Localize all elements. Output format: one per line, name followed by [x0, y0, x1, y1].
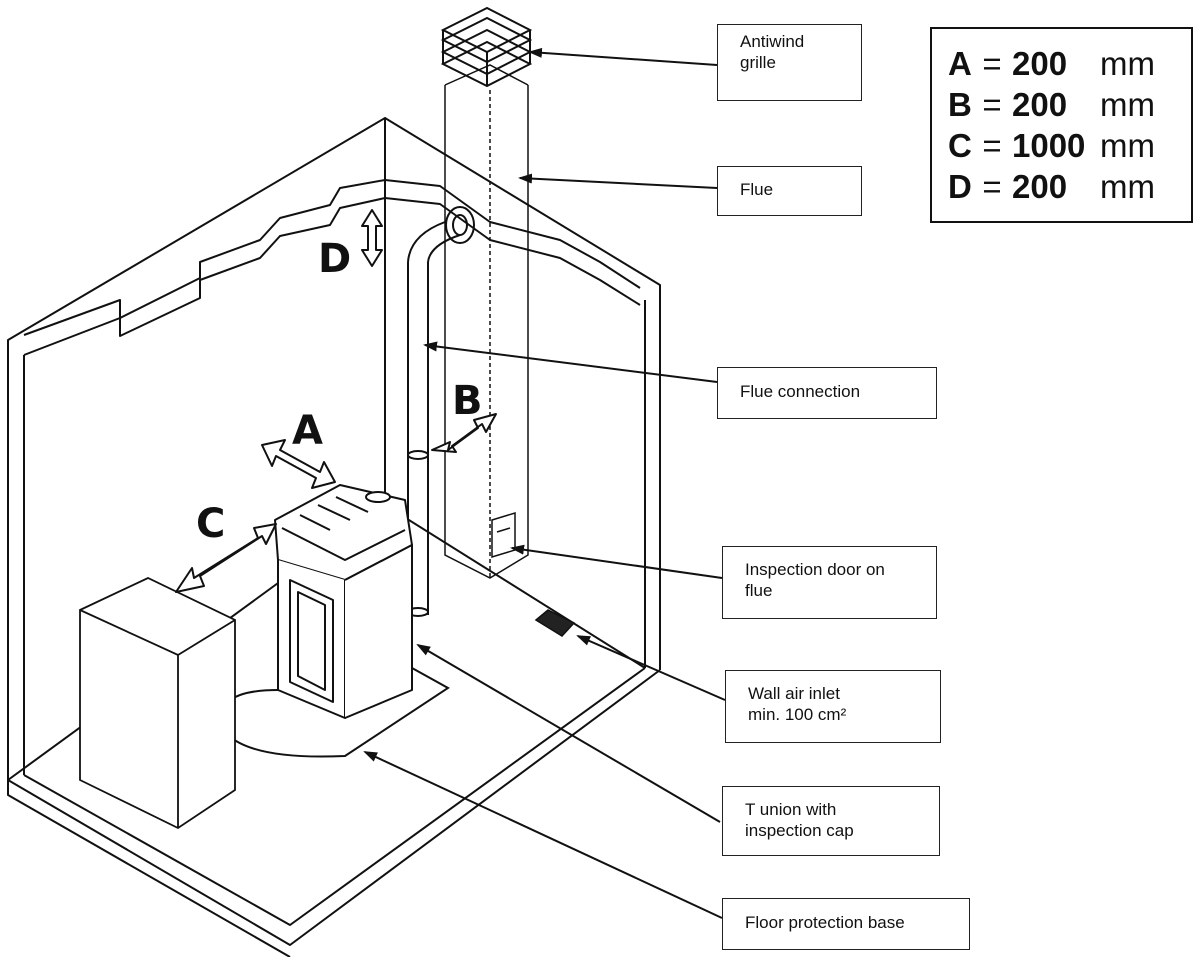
callout-text: flue — [745, 581, 773, 600]
ceiling-profile — [23, 179, 641, 356]
callout-text: Inspection door on — [745, 560, 885, 579]
legend-equals: = — [982, 168, 1002, 205]
legend-unit: mm — [1100, 168, 1155, 205]
dimensions-legend: A = 200 mm B = 200 mm C = 1000 mm D = 200 mm — [930, 27, 1193, 223]
callout-text: T union with — [745, 800, 837, 819]
callout-floor-protection-base: Floor protection base — [722, 898, 970, 950]
legend-key: B — [948, 86, 972, 123]
callout-text: Floor protection base — [745, 913, 905, 932]
callout-text: Antiwind — [740, 32, 805, 51]
dimension-arrow-d — [361, 209, 383, 267]
cabinet — [79, 577, 236, 830]
dimension-label-b: B — [452, 378, 483, 424]
flue-connection-pipe — [407, 206, 475, 617]
dimension-label-a: A — [292, 408, 323, 454]
callout-wall-air-inlet: Wall air inlet min. 100 cm² — [725, 670, 941, 743]
legend-value: 200 — [1012, 45, 1068, 82]
legend-row-b: B = 200 mm — [948, 84, 1191, 125]
dimension-label-d: D — [318, 236, 351, 282]
legend-value: 200 — [1012, 168, 1068, 205]
callout-text: min. 100 cm² — [748, 705, 847, 724]
callout-text: Flue connection — [740, 382, 861, 401]
legend-value: 200 — [1012, 86, 1068, 123]
legend-key: D — [948, 168, 972, 205]
callout-inspection-door: Inspection door on flue — [722, 546, 937, 619]
legend-equals: = — [982, 45, 1002, 82]
legend-unit: mm — [1100, 45, 1155, 82]
callout-t-union: T union with inspection cap — [722, 786, 940, 856]
dimension-label-c: C — [196, 501, 225, 547]
wall-air-inlet-icon — [534, 609, 576, 637]
callout-text: grille — [740, 53, 776, 72]
legend-equals: = — [982, 127, 1002, 164]
flue-chimney — [444, 64, 529, 579]
leader-flue-connection — [423, 341, 718, 383]
dimension-arrow-c — [175, 523, 277, 593]
leader-t-union — [416, 643, 721, 823]
legend-equals: = — [982, 86, 1002, 123]
callout-flue-connection: Flue connection — [717, 367, 937, 419]
leader-wall-air-inlet — [576, 635, 726, 701]
inspection-door-icon — [491, 511, 516, 559]
legend-key: A — [948, 45, 972, 82]
callout-antiwind-grille: Antiwind grille — [717, 24, 862, 101]
legend-row-c: C = 1000 mm — [948, 125, 1191, 166]
legend-row-a: A = 200 mm — [948, 43, 1191, 84]
legend-value: 1000 — [1012, 127, 1086, 164]
antiwind-grille-icon — [440, 6, 533, 88]
legend-unit: mm — [1100, 86, 1155, 123]
leader-antiwind-grille — [528, 47, 718, 66]
callout-text: Flue — [740, 180, 774, 199]
dimension-arrow-b — [431, 413, 497, 453]
legend-unit: mm — [1100, 127, 1155, 164]
callout-text: Wall air inlet — [748, 684, 840, 703]
leader-floor-base — [363, 751, 723, 919]
callout-text: inspection cap — [745, 821, 854, 840]
dimension-arrow-a — [261, 439, 336, 489]
callout-flue: Flue — [717, 166, 862, 216]
leader-inspection-door — [510, 544, 723, 579]
leader-flue — [518, 173, 718, 189]
pellet-stove — [274, 484, 413, 719]
legend-key: C — [948, 127, 972, 164]
legend-row-d: D = 200 mm — [948, 166, 1191, 207]
